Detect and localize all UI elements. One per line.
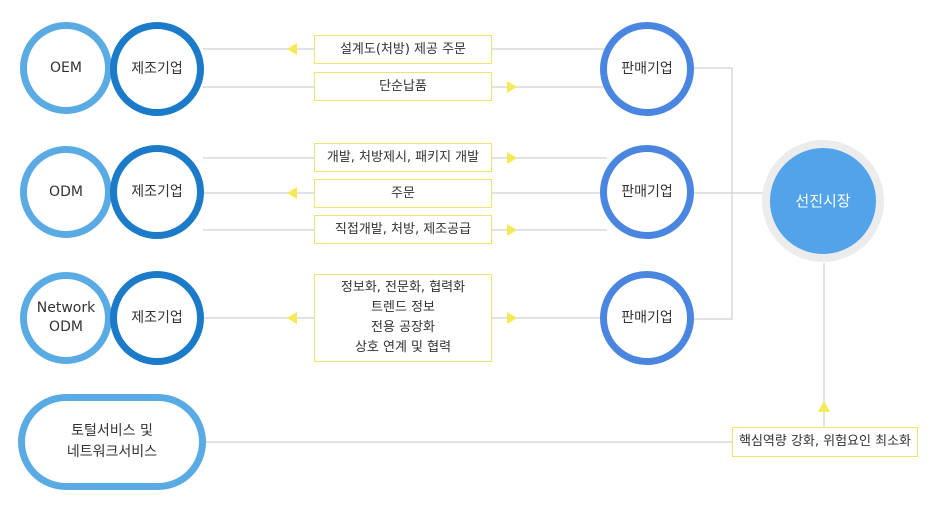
manufacturer-circle-odm: 제조기업 — [110, 145, 204, 239]
manufacturer-label: 제조기업 — [131, 183, 183, 200]
flow-label-odm-order: 주문 — [314, 179, 492, 208]
core-competence-label: 핵심역량 강화, 위험요인 최소화 — [732, 427, 918, 457]
seller-label: 판매기업 — [621, 183, 673, 200]
model-label-line: ODM — [49, 319, 83, 335]
market-label: 선진시장 — [795, 191, 851, 210]
total-service-line: 네트워크서비스 — [66, 444, 158, 460]
flow-line: 전용 공장화 — [371, 320, 435, 335]
arrow-right-oem-delivery — [507, 81, 517, 93]
flow-line: 정보화, 전문화, 협력화 — [340, 280, 466, 295]
model-label: OEM — [50, 59, 82, 76]
arrow-right-network — [507, 312, 517, 324]
arrow-up-market — [818, 401, 830, 412]
manufacturer-circle-network-odm: 제조기업 — [110, 271, 204, 365]
flow-label-odm-supply: 직접개발, 처방, 제조공급 — [314, 215, 492, 244]
flow-label-network: 정보화, 전문화, 협력화 트렌드 정보 전용 공장화 상호 연계 및 협력 — [314, 274, 492, 362]
model-circle-network-odm: Network ODM — [20, 272, 112, 364]
total-service-line: 토털서비스 및 — [71, 423, 153, 439]
flow-label-oem-delivery: 단순납품 — [314, 72, 492, 101]
market-circle: 선진시장 — [762, 140, 884, 262]
arrow-right-odm-supply — [507, 224, 517, 236]
arrow-left-oem-order — [287, 43, 297, 55]
seller-label: 판매기업 — [621, 309, 673, 326]
seller-circle-oem: 판매기업 — [600, 22, 694, 116]
flow-line: 트렌드 정보 — [371, 300, 435, 315]
seller-circle-network: 판매기업 — [600, 271, 694, 365]
flow-label-odm-develop: 개발, 처방제시, 패키지 개발 — [314, 143, 492, 172]
flow-line: 상호 연계 및 협력 — [354, 340, 452, 355]
model-circle-odm: ODM — [20, 146, 112, 238]
flow-label-oem-order: 설계도(처방) 제공 주문 — [314, 35, 492, 64]
manufacturer-label: 제조기업 — [131, 309, 183, 326]
model-label: ODM — [49, 183, 83, 200]
model-label-line: Network — [36, 300, 96, 316]
manufacturer-label: 제조기업 — [131, 60, 183, 77]
seller-label: 판매기업 — [621, 60, 673, 77]
seller-circle-odm: 판매기업 — [600, 145, 694, 239]
arrow-left-odm-order — [287, 187, 297, 199]
model-circle-oem: OEM — [20, 22, 112, 114]
manufacturer-circle-oem: 제조기업 — [110, 22, 204, 116]
total-service-pill: 토털서비스 및 네트워크서비스 — [18, 394, 206, 490]
arrow-left-network — [287, 312, 297, 324]
arrow-right-odm-develop — [507, 152, 517, 164]
